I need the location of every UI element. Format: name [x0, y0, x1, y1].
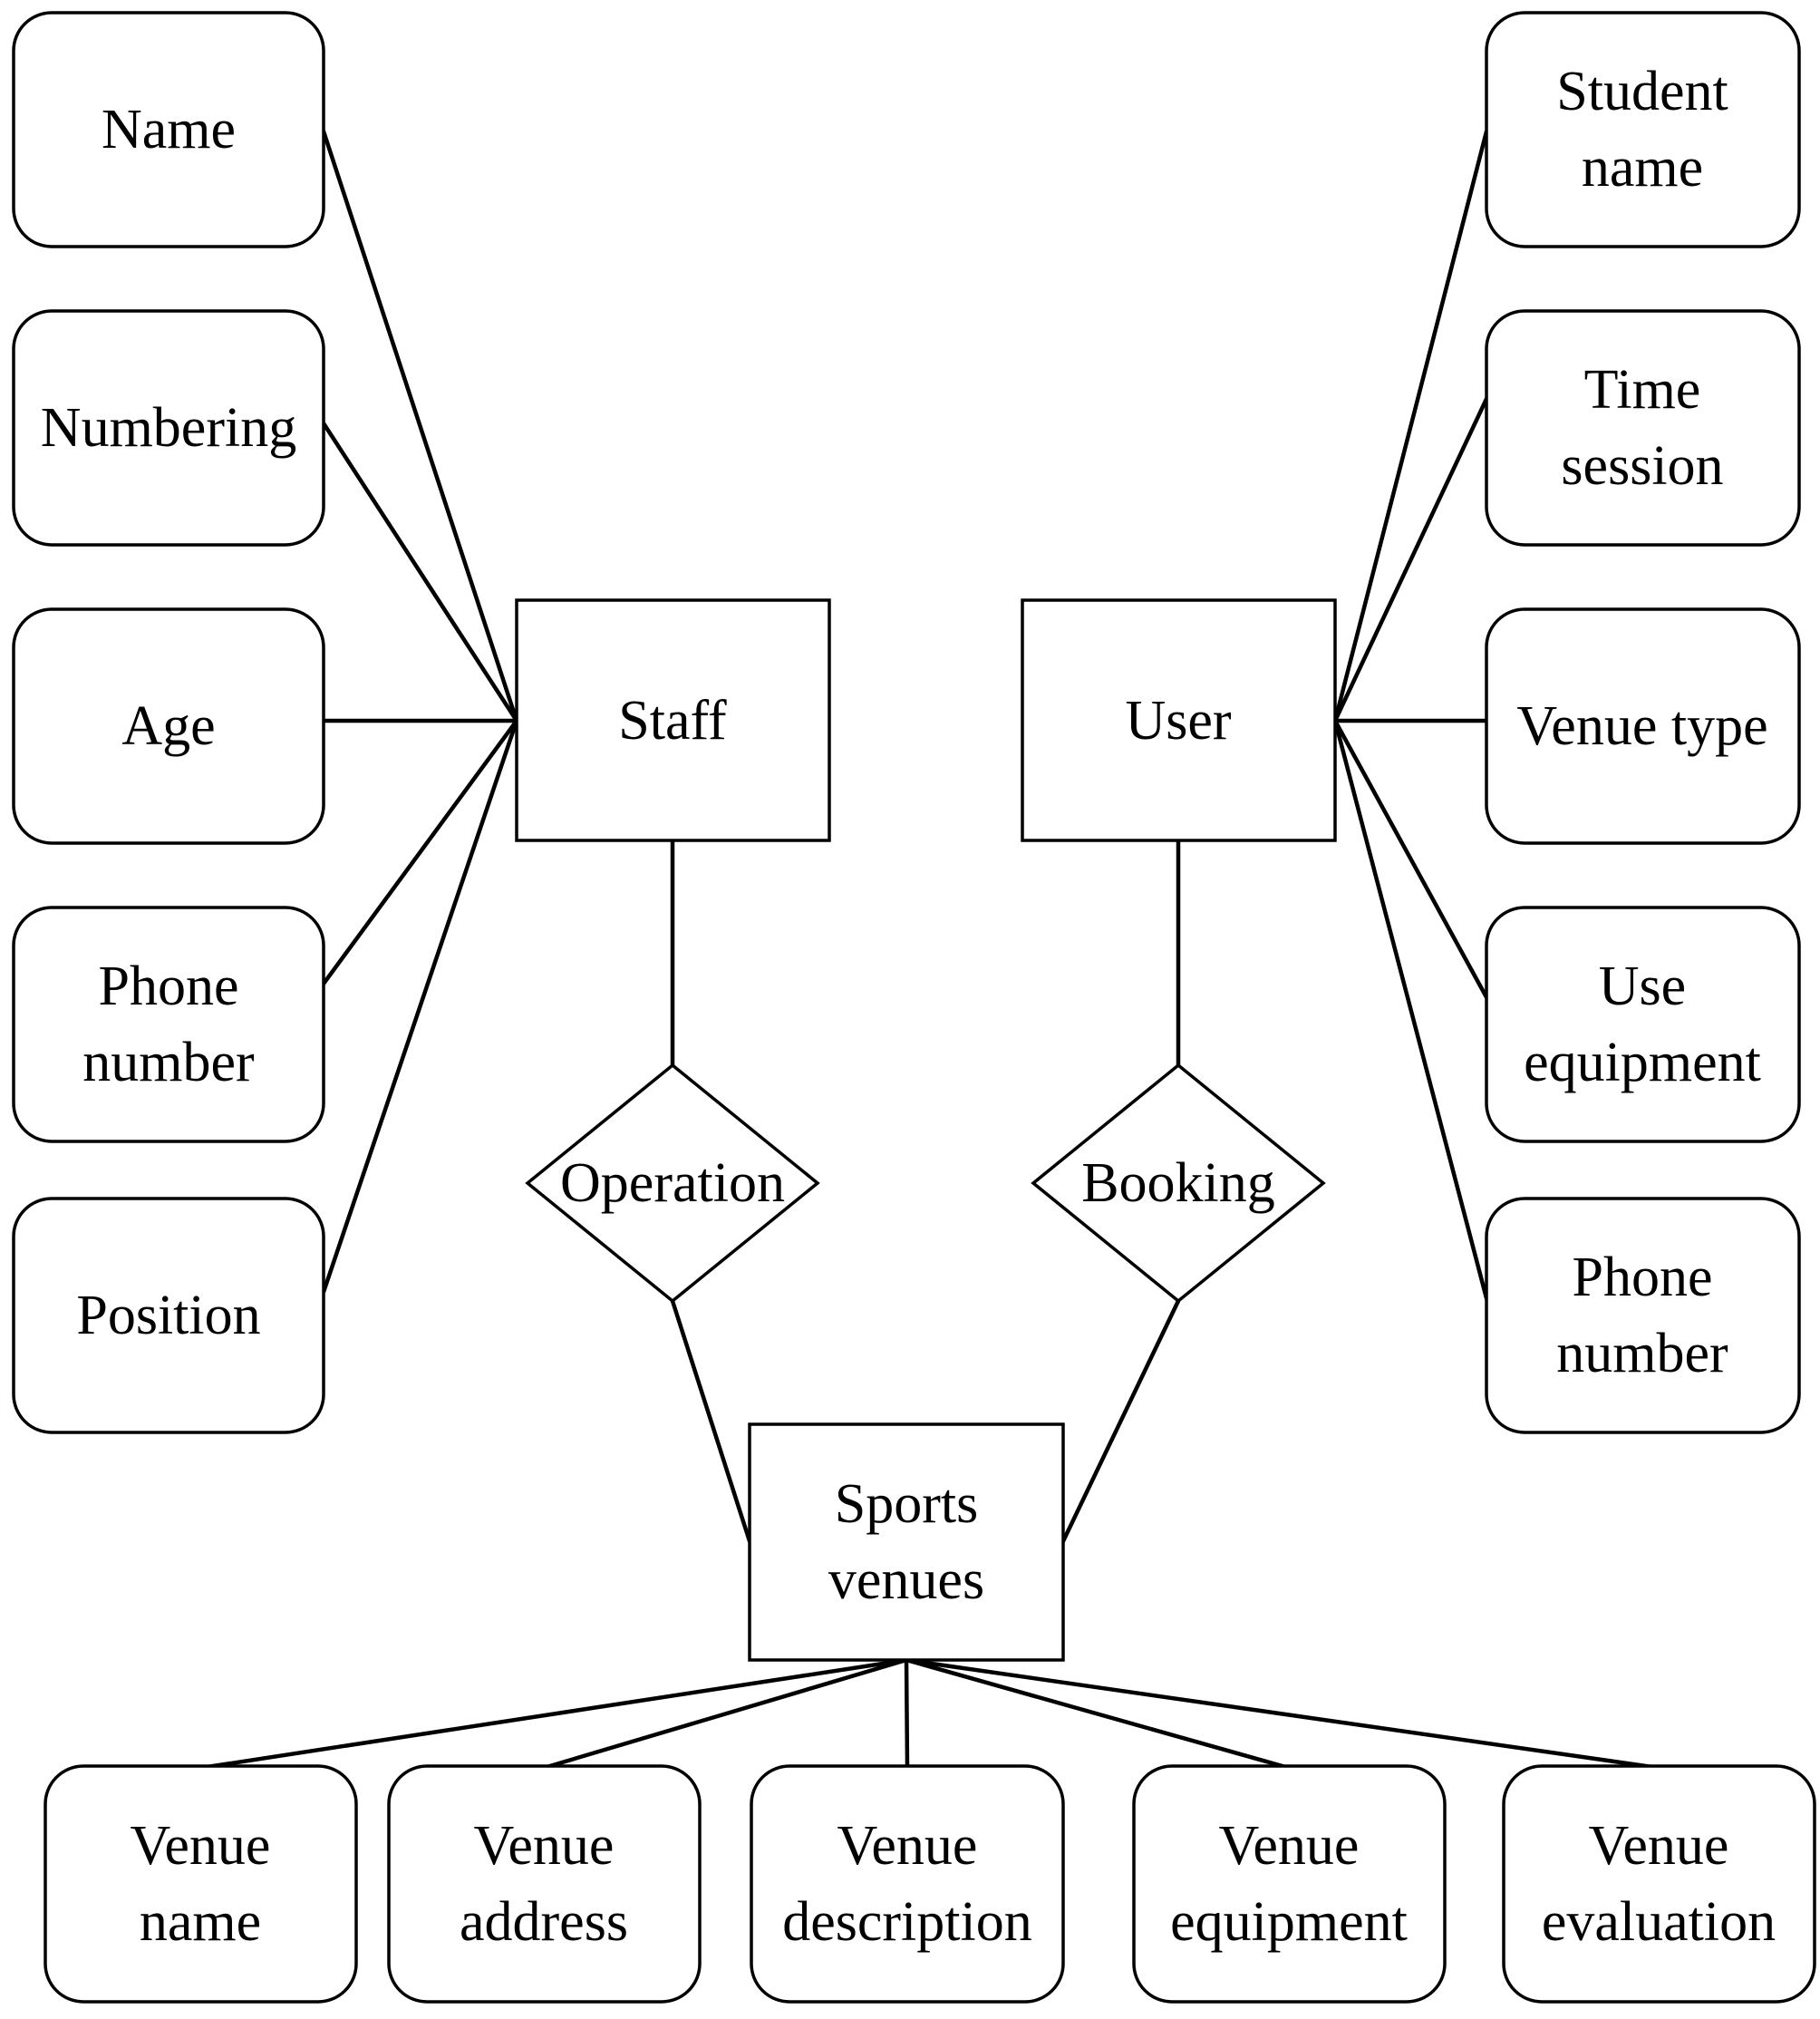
- entity-user-box: [1021, 598, 1337, 842]
- connector-phone-staff: [321, 718, 519, 986]
- connector-phone-number-user: [1332, 718, 1489, 1301]
- attribute-phone-number-staff-label-line1: Phone: [99, 956, 239, 1017]
- attribute-use-equipment-label-line2: equipment: [1524, 1032, 1761, 1093]
- attribute-use-equipment-label-line1: Use: [1599, 956, 1686, 1017]
- connector-numbering-staff: [321, 421, 519, 723]
- attribute-age-box: [12, 607, 325, 845]
- attribute-venue-type-label: Venue type: [1516, 695, 1767, 757]
- entity-sports-venues-label-line1: Sports: [835, 1473, 978, 1535]
- attribute-time-session: Time session: [1485, 309, 1801, 547]
- attribute-venue-evaluation: Venue evaluation: [1502, 1764, 1816, 2004]
- attribute-numbering-label: Numbering: [41, 397, 296, 459]
- attribute-numbering: Numbering: [12, 309, 325, 547]
- attribute-venue-description: Venue description: [750, 1764, 1065, 2004]
- attribute-venue-description-label-line2: description: [782, 1891, 1032, 1953]
- attribute-venue-name-label-line1: Venue: [131, 1815, 271, 1877]
- attribute-venue-address-label-line2: address: [460, 1891, 628, 1953]
- attribute-venue-address-box: [387, 1764, 702, 2004]
- attribute-venue-name: Venue name: [44, 1764, 358, 2004]
- connector-sports-venues-venue-evaluation: [904, 1657, 1661, 1771]
- attribute-venue-description-box: [750, 1764, 1065, 2004]
- entity-staff: Staff: [515, 598, 831, 842]
- connector-sports-venues-venue-name: [198, 1657, 909, 1771]
- connector-sports-venues-venue-description: [904, 1657, 910, 1771]
- attribute-age: Age: [12, 607, 325, 845]
- attribute-phone-number-staff: Phone number: [12, 906, 325, 1143]
- attribute-venue-evaluation-box: [1502, 1764, 1816, 2004]
- connector-time-session-user: [1332, 396, 1489, 723]
- attribute-venue-equipment-label-line2: equipment: [1170, 1891, 1408, 1953]
- connector-name-staff: [321, 129, 519, 723]
- connector-use-equipment-user: [1332, 718, 1489, 1000]
- connectors: [198, 129, 1661, 1771]
- attribute-phone-number-user: Phone number: [1485, 1197, 1801, 1434]
- attribute-phone-number-user-label-line1: Phone: [1573, 1247, 1713, 1308]
- relationship-operation-label: Operation: [560, 1152, 785, 1214]
- attribute-position-box: [12, 1197, 325, 1434]
- attribute-venue-address-label-line1: Venue: [474, 1815, 615, 1877]
- attribute-name-label: Name: [102, 99, 236, 160]
- attribute-age-label: Age: [121, 695, 215, 757]
- attribute-phone-number-user-box: [1485, 1197, 1801, 1434]
- attribute-venue-equipment-label-line1: Venue: [1219, 1815, 1360, 1877]
- connector-operation-sports-venues: [670, 1298, 752, 1544]
- entity-staff-label: Staff: [618, 690, 727, 752]
- attribute-venue-equipment: Venue equipment: [1132, 1764, 1447, 2004]
- attribute-phone-number-staff-box: [12, 906, 325, 1143]
- attribute-time-session-label-line2: session: [1561, 435, 1723, 497]
- relationship-booking: Booking: [1031, 1063, 1326, 1304]
- attribute-time-session-label-line1: Time: [1584, 359, 1701, 421]
- attribute-use-equipment-box: [1485, 906, 1801, 1143]
- attribute-student-name-label-line1: Student: [1556, 61, 1728, 122]
- attribute-venue-type: Venue type: [1485, 607, 1801, 845]
- relationship-operation: Operation: [525, 1063, 820, 1304]
- attribute-venue-address: Venue address: [387, 1764, 702, 2004]
- entity-sports-venues-box: [748, 1422, 1065, 1662]
- attribute-venue-type-box: [1485, 607, 1801, 845]
- attribute-time-session-box: [1485, 309, 1801, 547]
- connector-sports-venues-venue-address: [541, 1657, 909, 1771]
- attribute-use-equipment: Use equipment: [1485, 906, 1801, 1143]
- entity-user-label: User: [1125, 690, 1231, 752]
- attribute-venue-evaluation-label-line2: evaluation: [1542, 1891, 1776, 1953]
- entity-sports-venues-label-line2: venues: [828, 1549, 984, 1611]
- attribute-numbering-box: [12, 309, 325, 547]
- attribute-student-name-box: [1485, 11, 1801, 248]
- attribute-venue-description-label-line1: Venue: [837, 1815, 978, 1877]
- attribute-student-name: Student name: [1485, 11, 1801, 248]
- attribute-venue-name-box: [44, 1764, 358, 2004]
- attribute-venue-equipment-box: [1132, 1764, 1447, 2004]
- attribute-student-name-label-line2: name: [1582, 137, 1703, 199]
- entity-sports-venues: Sports venues: [748, 1422, 1065, 1662]
- attribute-position: Position: [12, 1197, 325, 1434]
- connector-student-name-user: [1332, 129, 1489, 723]
- attribute-name: Name: [12, 11, 325, 248]
- connector-position-staff: [321, 718, 519, 1295]
- attribute-name-box: [12, 11, 325, 248]
- entity-user: User: [1021, 598, 1337, 842]
- entity-staff-box: [515, 598, 831, 842]
- attribute-position-label: Position: [76, 1285, 260, 1346]
- connector-sports-venues-venue-equipment: [904, 1657, 1292, 1771]
- attribute-venue-evaluation-label-line1: Venue: [1589, 1815, 1729, 1877]
- attribute-venue-name-label-line2: name: [140, 1891, 261, 1953]
- connector-booking-sports-venues: [1060, 1298, 1181, 1544]
- relationship-operation-diamond: [525, 1063, 820, 1304]
- relationship-booking-diamond: [1031, 1063, 1326, 1304]
- attribute-phone-number-staff-label-line2: number: [82, 1032, 255, 1093]
- attribute-phone-number-user-label-line2: number: [1556, 1323, 1728, 1384]
- relationship-booking-label: Booking: [1081, 1152, 1275, 1214]
